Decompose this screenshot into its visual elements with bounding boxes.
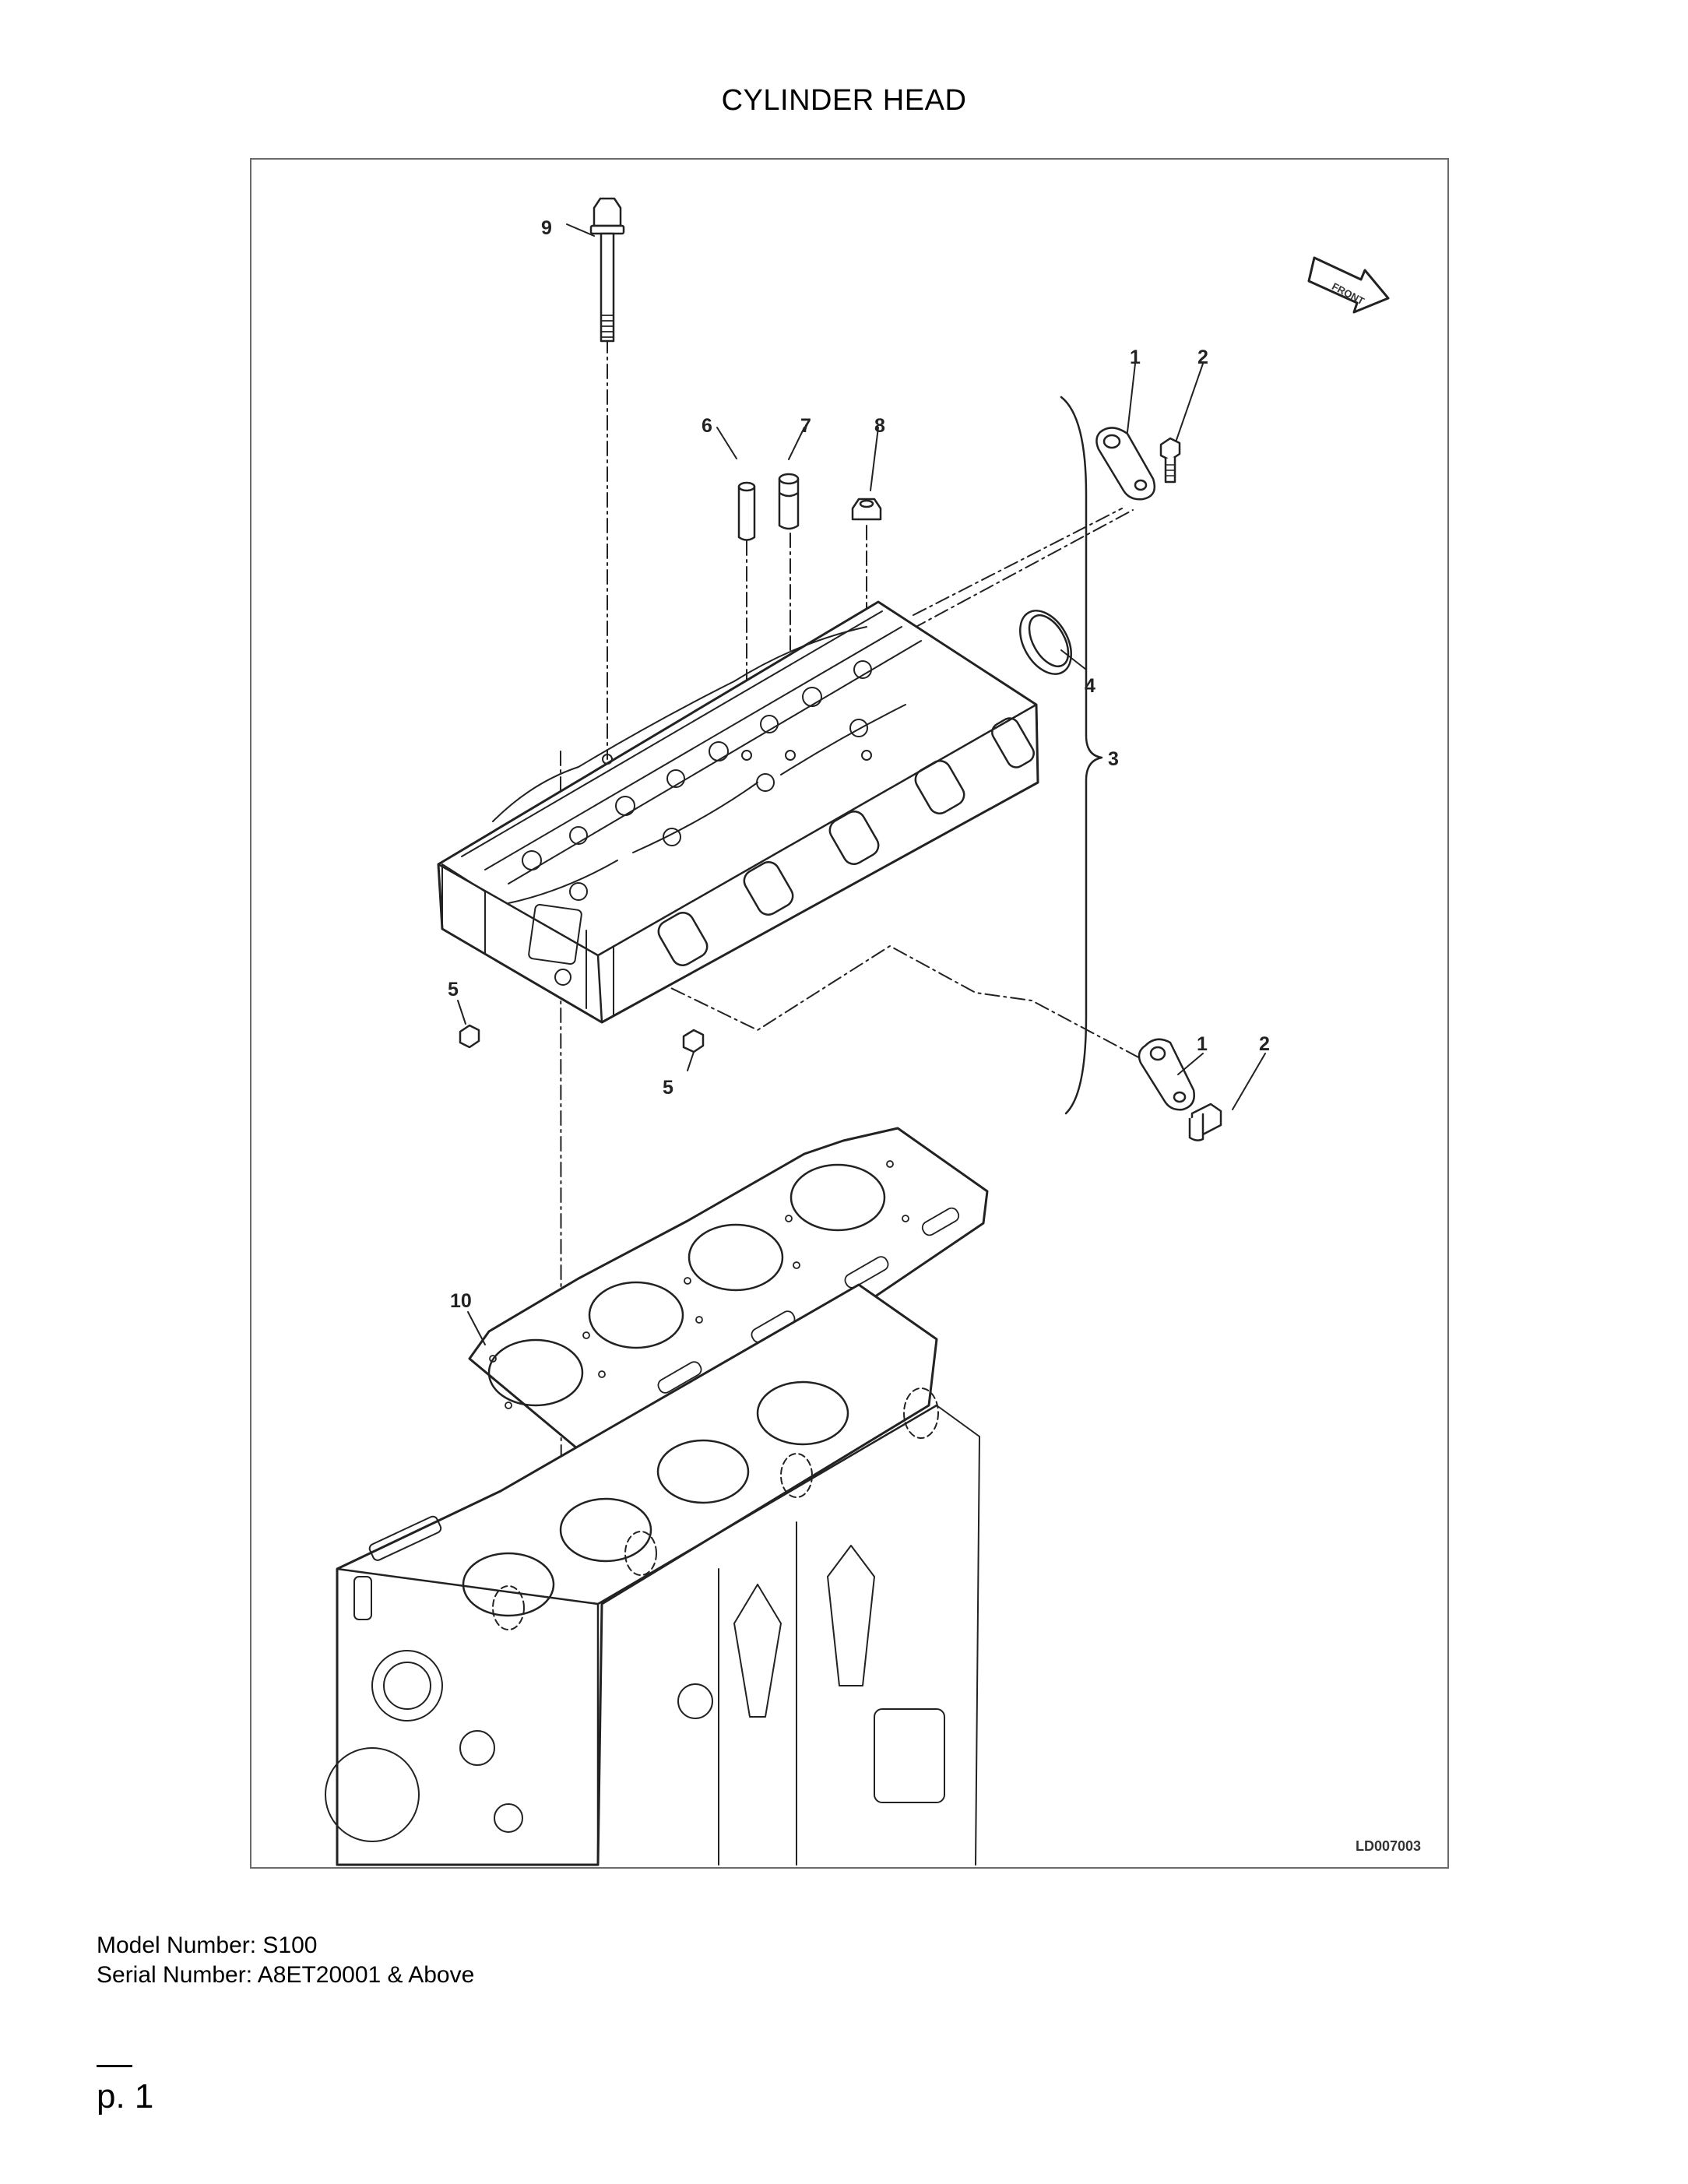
- callout-1-top: 1: [1130, 346, 1141, 368]
- callout-leaders: [457, 223, 1266, 1345]
- page-number: p. 1: [97, 2077, 154, 2115]
- bolt-part-2-bottom: [1188, 1103, 1222, 1141]
- callout-10: 10: [450, 1290, 472, 1312]
- callout-5-left: 5: [448, 979, 459, 1001]
- callout-2-bottom: 2: [1259, 1033, 1270, 1055]
- lifting-eye-part-1-top: [1095, 427, 1156, 501]
- head-bolt-part-9: [589, 197, 625, 343]
- plug-part-5-right: [682, 1029, 705, 1053]
- callout-7: 7: [800, 415, 811, 437]
- callout-3: 3: [1108, 748, 1119, 770]
- exploded-view-drawing: FRONT: [325, 197, 1421, 1866]
- callout-numbers: 9 6 7 8 1 2 4 3 5 5 1 2 10: [448, 217, 1270, 1312]
- plug-part-5-left: [459, 1024, 480, 1049]
- dowel-pin-part-7: [778, 473, 800, 530]
- assembly-bracket: [1060, 396, 1103, 1115]
- page-divider: [97, 2065, 132, 2067]
- callout-6: 6: [702, 415, 712, 437]
- cylinder-head: [437, 600, 1039, 1024]
- serial-number: Serial Number: A8ET20001 & Above: [97, 1962, 475, 1988]
- front-direction-arrow: FRONT: [1307, 256, 1390, 314]
- nozzle-seat-part-8: [851, 498, 882, 521]
- page-title: CYLINDER HEAD: [721, 84, 967, 117]
- lifting-eye-part-1-bottom: [1138, 1038, 1195, 1111]
- callout-2-top: 2: [1197, 346, 1208, 368]
- callout-1-bottom: 1: [1197, 1033, 1208, 1055]
- model-number: Model Number: S100: [97, 1933, 318, 1958]
- drawing-id: LD007003: [1356, 1838, 1421, 1854]
- cylinder-block: [325, 1283, 980, 1866]
- parts-diagram: FRONT: [250, 158, 1449, 1869]
- plug-part-4: [1019, 610, 1072, 675]
- callout-9: 9: [541, 217, 552, 239]
- dowel-pin-part-6: [737, 481, 756, 541]
- callout-4: 4: [1085, 675, 1095, 697]
- callout-5-right: 5: [663, 1077, 673, 1099]
- callout-8: 8: [874, 415, 885, 437]
- bolt-part-2-top: [1159, 437, 1181, 484]
